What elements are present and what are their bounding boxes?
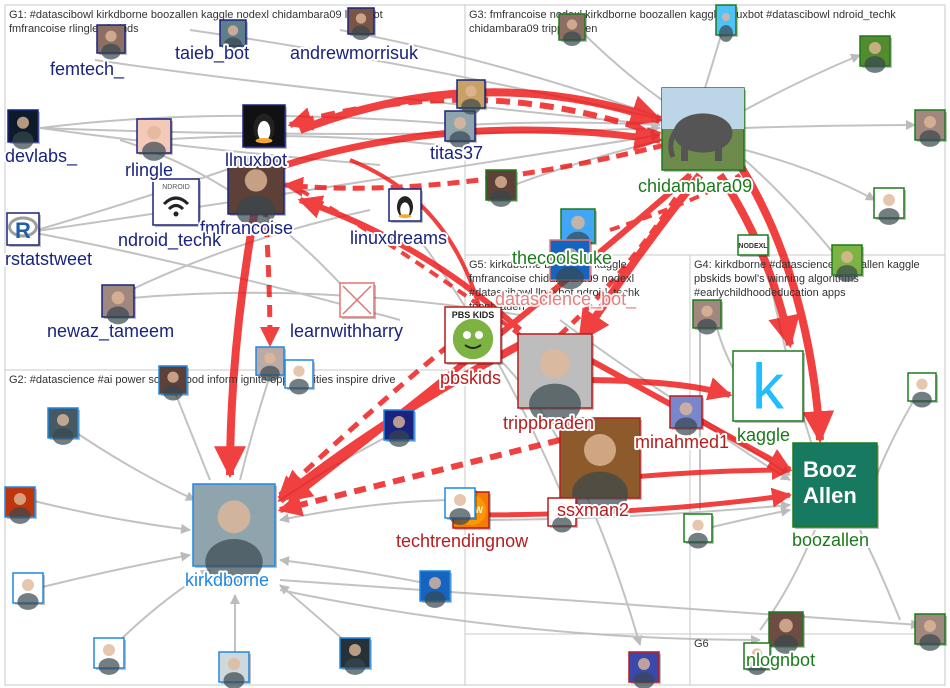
label-newaz-tameem[interactable]: newaz_tameem <box>45 319 176 344</box>
group-g3-text-line1: G3: fmfrancoise nodexl kirkdborne boozal… <box>469 9 896 21</box>
avatar-g4-dog[interactable] <box>683 513 714 549</box>
avatar-rlingle[interactable] <box>136 118 173 161</box>
avatar-ssxman2[interactable] <box>559 417 642 517</box>
boozallen-logo-line1: Booz <box>803 457 857 482</box>
group-g5-text-line3: #datascibowl llnuxbot ndroid_techk <box>469 287 640 299</box>
rstats-logo-text: R <box>15 218 31 243</box>
edges-red <box>214 88 835 518</box>
label-techtrendingnow[interactable]: techtrendingnow <box>394 529 531 553</box>
label-minahmed1[interactable]: minahmed1 <box>633 430 731 454</box>
avatar-g3-top[interactable] <box>715 4 738 42</box>
group-g6-text: G6 <box>694 638 709 650</box>
avatar-titas37[interactable] <box>444 110 477 148</box>
label-kirkdborne[interactable]: kirkdborne <box>183 568 271 592</box>
label-nlognbot[interactable]: nlognbot <box>744 648 817 672</box>
avatar-g5-bottom[interactable] <box>628 651 661 688</box>
label-andrewmorrisuk[interactable]: andrewmorrisuk <box>288 41 421 65</box>
avatar-small-red[interactable] <box>547 497 578 533</box>
avatar-taieb-bot[interactable] <box>219 19 248 52</box>
avatar-g2-i[interactable] <box>93 637 126 675</box>
label-boozallen[interactable]: boozallen <box>790 528 871 552</box>
avatar-rstatstweet[interactable]: R <box>6 212 41 247</box>
avatar-ndroid-techk[interactable]: NDROID <box>152 178 201 227</box>
avatar-g2-c[interactable] <box>284 359 315 395</box>
avatar-kaggle[interactable]: k <box>732 350 805 423</box>
avatar-g6-a[interactable] <box>914 613 947 651</box>
group-g4-text-line2: pbskids bowl's winning algorithms <box>694 273 859 285</box>
label-datascience-bot[interactable]: datascience_bot_ <box>493 287 639 312</box>
avatar-g2-f[interactable] <box>12 572 45 610</box>
group-box-g5b <box>464 633 691 686</box>
avatar-g3-b[interactable] <box>914 109 947 147</box>
label-pbskids[interactable]: pbskids <box>438 366 503 390</box>
avatar-g6-b[interactable] <box>743 642 772 675</box>
avatar-linuxdreams[interactable] <box>388 188 423 223</box>
label-femtech[interactable]: femtech_ <box>48 57 127 82</box>
group-g4-text-line1: G4: kirkdborne #datascience boozallen ka… <box>694 259 920 271</box>
avatar-g2-d[interactable] <box>47 407 80 445</box>
avatar-chidambara09[interactable] <box>661 87 746 172</box>
group-box-g6 <box>689 633 946 686</box>
avatar-g3-d[interactable] <box>558 13 587 46</box>
avatar-g2-a[interactable] <box>158 365 189 401</box>
avatar-datascience-bot[interactable] <box>549 239 592 290</box>
avatar-minahmed1[interactable] <box>669 395 704 436</box>
avatar-kirkdborne[interactable] <box>192 483 277 585</box>
label-learnwithharry[interactable]: learnwithharry <box>288 319 405 343</box>
pbs-logo-text: PBS KIDS <box>452 310 495 320</box>
avatar-pbskids[interactable]: PBS KIDS <box>444 306 503 365</box>
avatar-g4-a[interactable] <box>831 244 864 282</box>
label-rlingle[interactable]: rlingle <box>123 158 175 182</box>
avatar-g2-e[interactable] <box>4 486 37 524</box>
avatar-g2-b[interactable] <box>255 346 286 382</box>
ndroid-logo-text: NDROID <box>162 184 190 191</box>
label-chidambara09[interactable]: chidambara09 <box>636 174 754 198</box>
avatar-g2-g[interactable] <box>383 409 416 447</box>
group-g2-text: G2: #datascience #ai power social good i… <box>9 374 395 386</box>
avatar-g4-icon[interactable] <box>907 372 938 408</box>
avatar-andrewmorrisuk[interactable] <box>347 7 376 40</box>
avatar-femtech[interactable] <box>96 24 127 60</box>
avatar-g2-h[interactable] <box>419 570 452 608</box>
avatar-g2-k[interactable] <box>339 637 372 675</box>
avatar-learnwithharry[interactable] <box>339 282 376 319</box>
label-fmfrancoise[interactable]: fmfrancoise <box>198 216 295 240</box>
avatar-nlognbot[interactable] <box>768 611 805 654</box>
label-titas37[interactable]: titas37 <box>428 141 485 165</box>
avatar-devlabs[interactable] <box>7 109 40 150</box>
label-rstatstweet[interactable]: rstatstweet <box>3 247 94 271</box>
label-linuxdreams[interactable]: linuxdreams <box>348 226 449 250</box>
label-ndroid-techk[interactable]: ndroid_techk <box>116 228 224 253</box>
avatar-g3-c[interactable] <box>873 187 906 225</box>
avatar-g4-b[interactable] <box>692 299 723 335</box>
avatar-newaz-tameem[interactable] <box>101 284 136 325</box>
avatar-g3-e[interactable] <box>485 169 518 207</box>
avatar-g3-a[interactable] <box>859 35 892 73</box>
group-g4-text-line3: #earlychildhoodeducation apps <box>694 287 846 299</box>
avatar-g2-j[interactable] <box>218 651 251 688</box>
avatar-dog[interactable] <box>456 79 487 115</box>
label-trippbraden[interactable]: trippbraden <box>501 411 596 435</box>
kaggle-logo-text: k <box>752 350 785 422</box>
label-thecoolsluke[interactable]: thecoolsluke <box>510 246 614 270</box>
label-taieb-bot[interactable]: taieb_bot <box>173 41 251 66</box>
node-labels: femtech_ taieb_bot andrewmorrisuk devlab… <box>3 41 871 672</box>
boozallen-logo-line2: Allen <box>803 483 857 508</box>
group-g1-text-line1: G1: #datascibowl kirkdborne boozallen ka… <box>9 9 383 21</box>
avatar-nodexl[interactable]: NODEXL <box>737 234 770 257</box>
avatar-fmfrancoise[interactable] <box>227 157 286 227</box>
nodexl-logo-text: NODEXL <box>738 243 768 250</box>
label-ssxman2[interactable]: ssxman2 <box>555 498 631 522</box>
label-devlabs[interactable]: devlabs_ <box>3 144 80 169</box>
avatar-g2-l[interactable] <box>444 487 477 525</box>
avatar-trippbraden[interactable] <box>517 333 594 426</box>
avatar-llnuxbot[interactable] <box>242 104 287 149</box>
label-kaggle[interactable]: kaggle <box>735 423 792 447</box>
label-llnuxbot[interactable]: llnuxbot <box>223 148 289 172</box>
